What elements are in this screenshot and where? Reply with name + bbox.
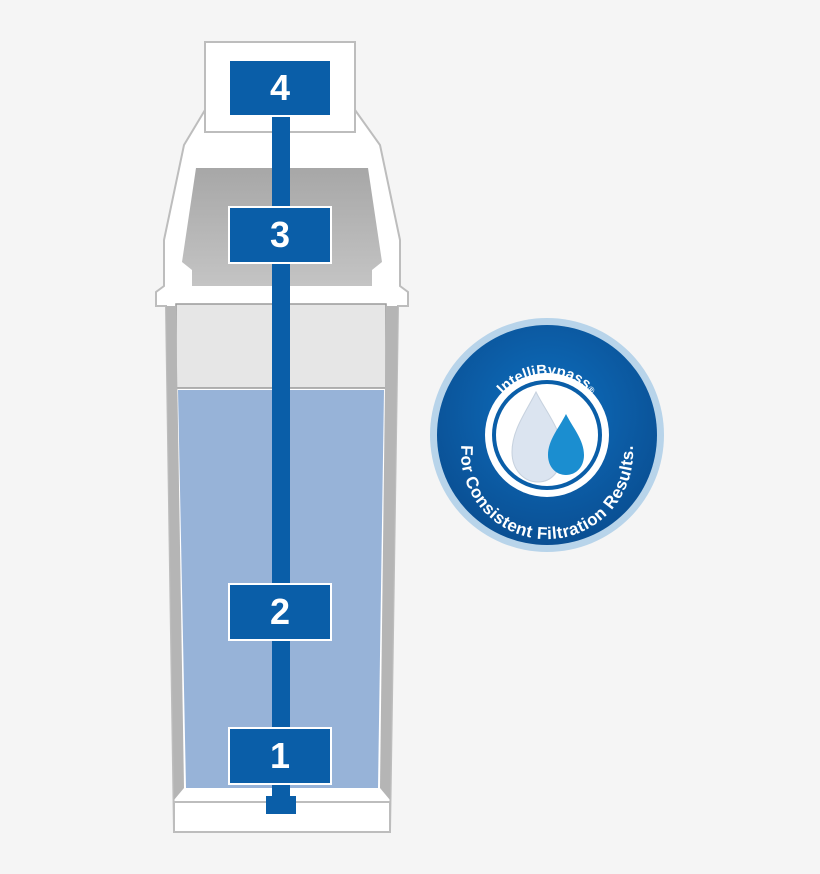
stage-1-label: 1: [228, 727, 332, 785]
stage-4-label: 4: [228, 59, 332, 117]
stage-2-label: 2: [228, 583, 332, 641]
right-wall: [380, 306, 398, 800]
left-wall: [166, 306, 184, 800]
intellibypass-badge: IntelliBypass® For Consistent Filtration…: [430, 318, 664, 552]
stage-3-label: 3: [228, 206, 332, 264]
water-droplets-icon: [511, 390, 584, 483]
filter-cartridge: [155, 41, 409, 833]
tube-foot: [266, 796, 296, 814]
